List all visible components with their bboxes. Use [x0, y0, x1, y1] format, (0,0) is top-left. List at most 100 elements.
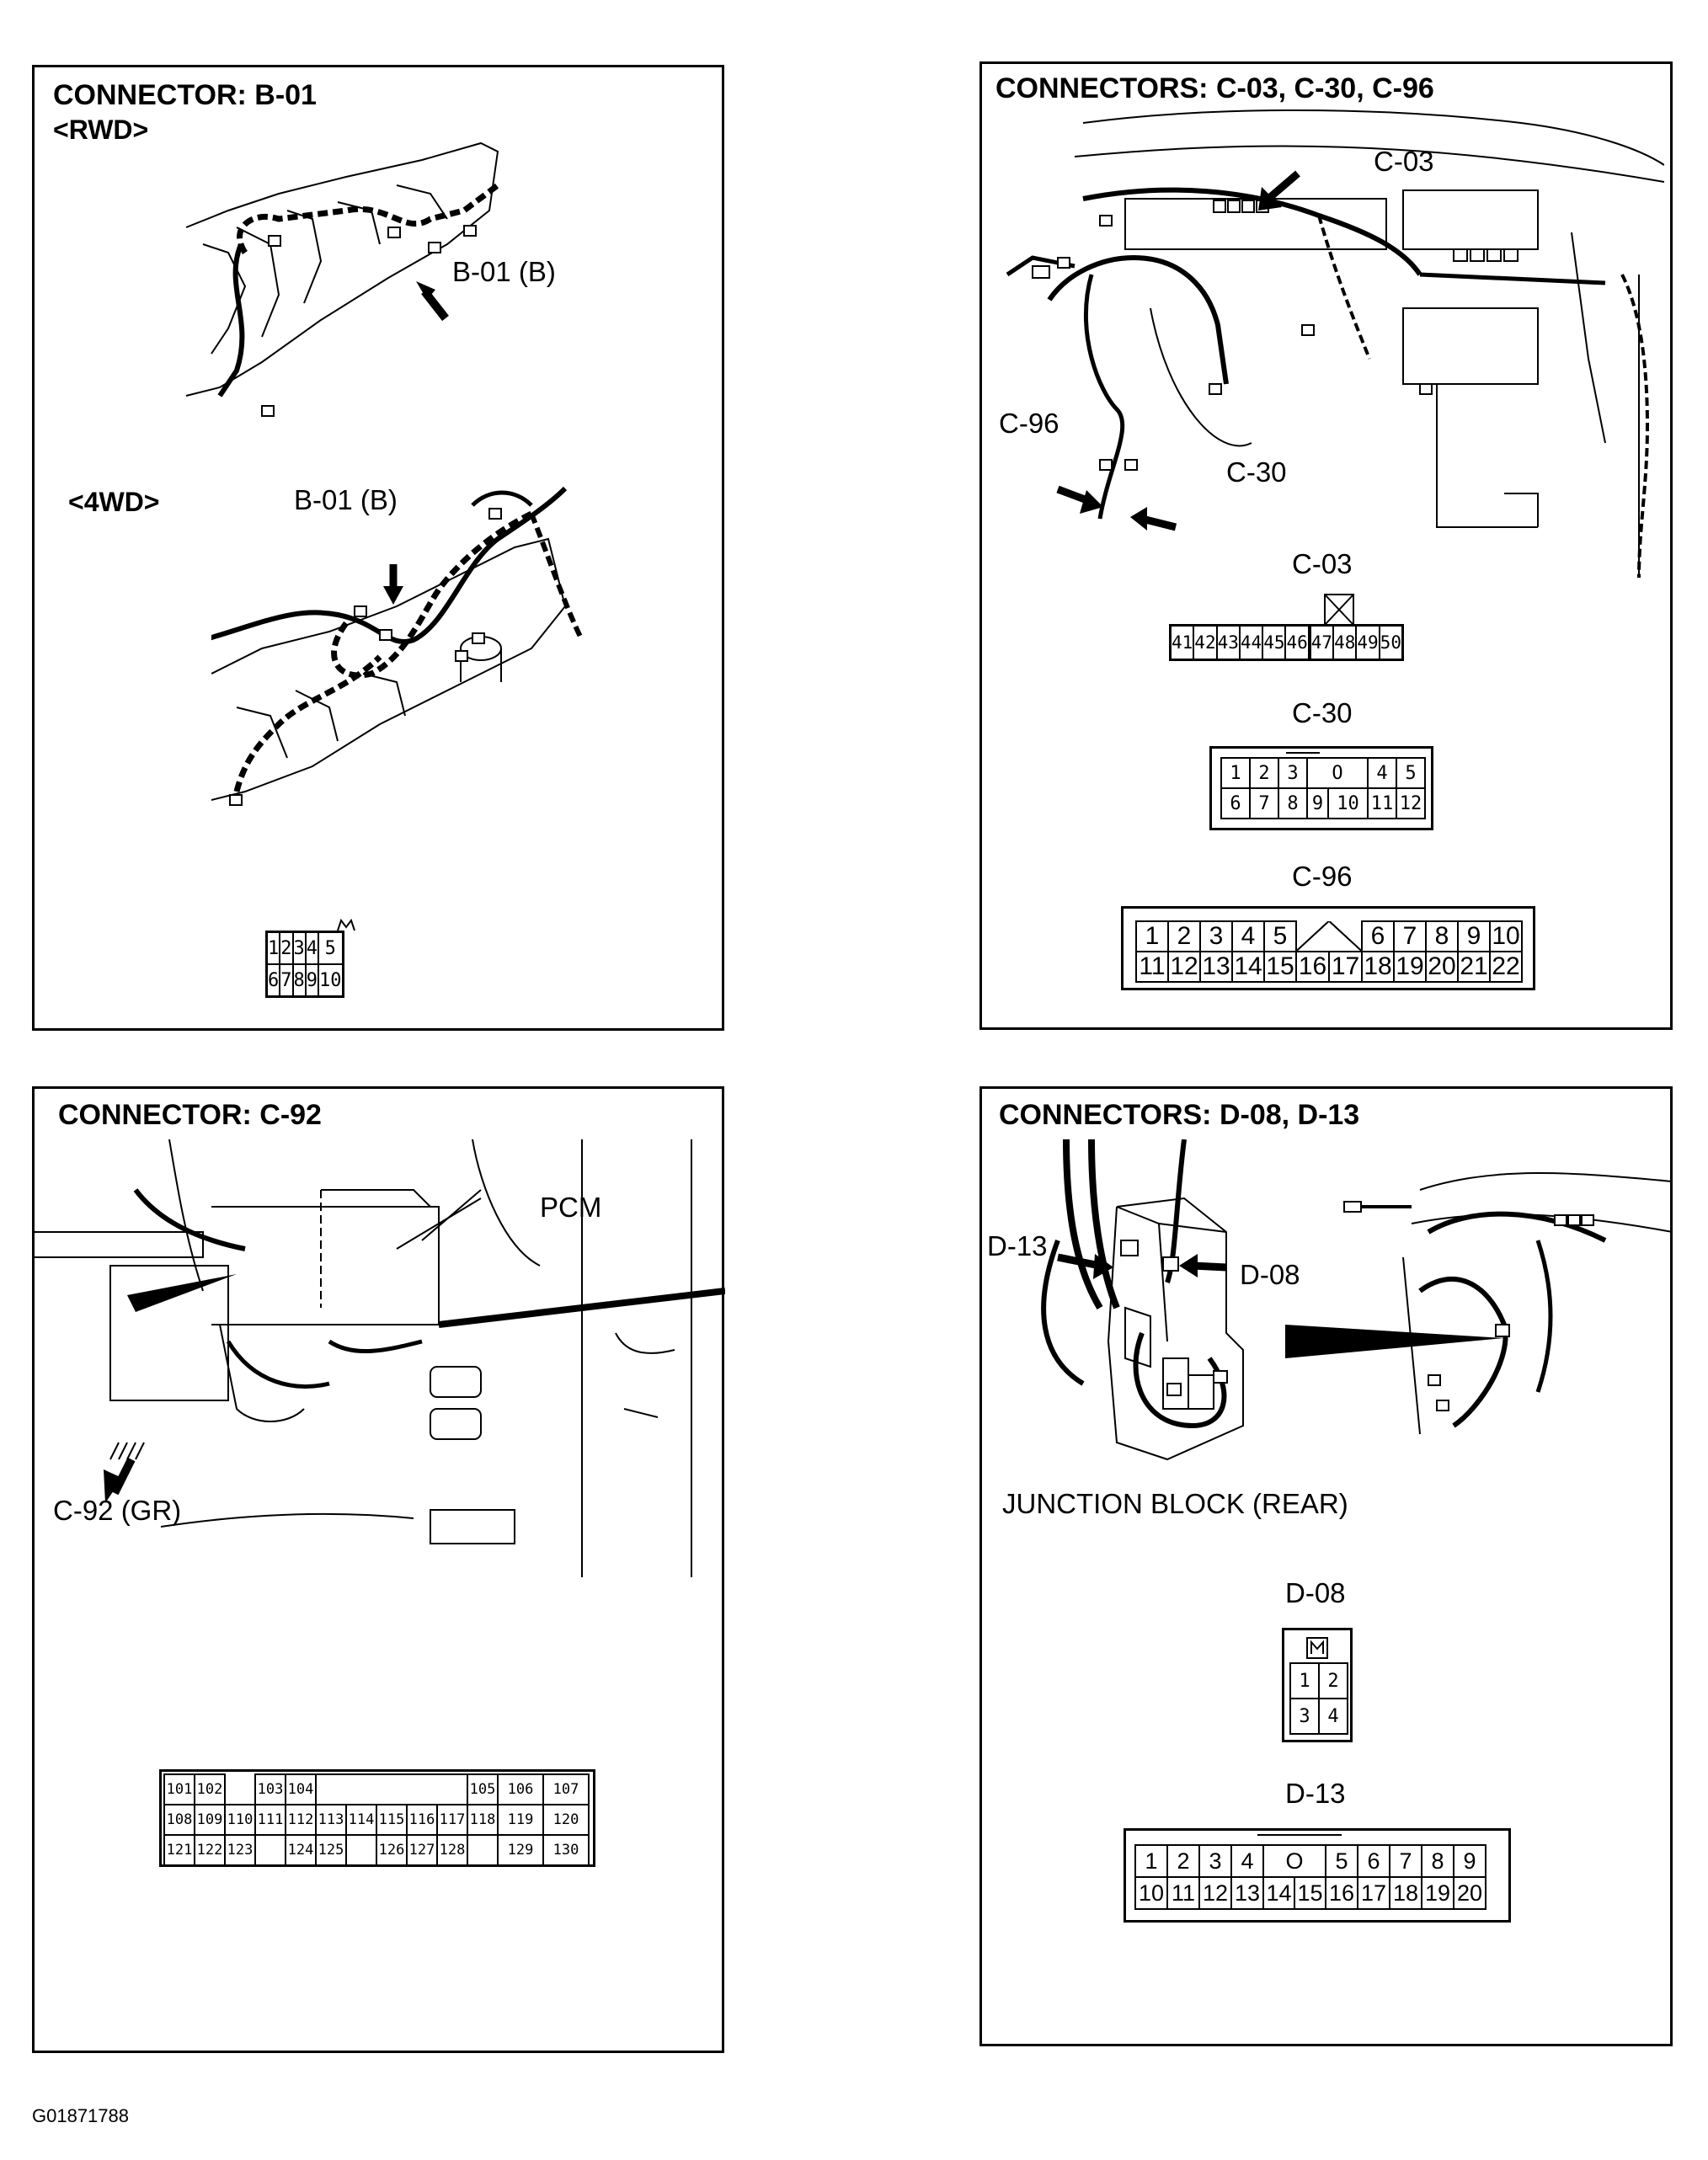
pin: 4 — [1230, 1844, 1264, 1878]
pin: 4 — [1231, 920, 1265, 952]
connector-c92-pin-grid: 101 102 103 104 105 106 107 108 109 110 … — [163, 1773, 590, 1866]
pin: 10 — [1327, 787, 1369, 819]
pin: 1 — [1135, 920, 1169, 952]
pin: 107 — [542, 1773, 590, 1805]
pin: 6 — [1361, 920, 1395, 952]
pin: 103 — [254, 1773, 286, 1805]
pin: 9 — [304, 963, 320, 998]
pin: 3 — [291, 931, 307, 965]
pin: 2 — [1249, 757, 1279, 789]
callout-c03: C-03 — [1374, 146, 1434, 177]
pin: 20 — [1453, 1876, 1486, 1910]
pin: 4 — [1318, 1698, 1348, 1735]
connector-d08-name: D-08 — [1285, 1577, 1346, 1608]
pin-blank — [254, 1834, 286, 1866]
callout-c92: C-92 (GR) — [53, 1495, 182, 1526]
4wd-transfer-illustration — [211, 486, 584, 806]
pin-blank — [224, 1774, 256, 1805]
figure-code: G01871788 — [32, 2105, 129, 2126]
pin: 7 — [279, 963, 294, 998]
pin: 5 — [1263, 920, 1297, 952]
pin: 128 — [436, 1834, 468, 1866]
pin: 7 — [1249, 787, 1279, 819]
pin: 114 — [345, 1804, 377, 1836]
pin: 13 — [1199, 951, 1233, 983]
pin: 2 — [1318, 1662, 1348, 1699]
pin: 48 — [1332, 624, 1358, 661]
instrument-panel-illustration — [1006, 109, 1664, 579]
pin: 11 — [1367, 787, 1397, 819]
pin: 127 — [406, 1834, 438, 1866]
connector-c96-face: 1 2 3 4 5 6 7 8 9 10 11 12 13 14 15 16 1… — [1121, 906, 1535, 990]
connector-c30-face: 1 2 3 O 4 5 6 7 8 9 10 11 12 — [1209, 746, 1433, 830]
panel-d08-d13: CONNECTORS: D-08, D-13 D-13 D-08 JUNCTIO… — [979, 1086, 1673, 2046]
blank-pin — [1307, 624, 1311, 661]
pin: 125 — [315, 1834, 347, 1866]
pin: 41 — [1169, 624, 1195, 661]
pin: 2 — [1166, 1844, 1200, 1878]
pin: 15 — [1294, 1876, 1326, 1910]
pin: 6 — [1220, 787, 1251, 819]
pin: 102 — [194, 1773, 226, 1805]
pin-blank — [345, 1834, 377, 1866]
pin: 12 — [1167, 951, 1201, 983]
connector-d08-face: 1 2 3 4 — [1282, 1628, 1353, 1742]
pin: 3 — [1199, 920, 1233, 952]
pin: 14 — [1262, 1876, 1295, 1910]
rwd-transmission-illustration — [185, 141, 500, 417]
connector-c03-pin-grid: 41 42 43 44 45 46 47 48 49 50 — [1169, 624, 1404, 661]
connector-d13-face: 1 2 3 4 O 5 6 7 8 9 10 11 12 13 14 15 16… — [1124, 1828, 1511, 1923]
pin: 126 — [376, 1834, 408, 1866]
pin: 3 — [1198, 1844, 1232, 1878]
pin: 1 — [1220, 757, 1251, 789]
pin: 16 — [1325, 1876, 1358, 1910]
pin: 18 — [1361, 951, 1395, 983]
pin: 7 — [1393, 920, 1427, 952]
pin: 15 — [1263, 951, 1297, 983]
pin: 8 — [1278, 787, 1308, 819]
pin: 113 — [315, 1804, 347, 1836]
callout-b01-rwd: B-01 (B) — [452, 256, 556, 287]
panel-title: CONNECTORS: C-03, C-30, C-96 — [995, 72, 1434, 104]
connector-b01-pin-grid: 1 2 3 4 5 6 7 8 9 10 — [265, 931, 344, 998]
panel-c03-c30-c96: CONNECTORS: C-03, C-30, C-96 — [979, 61, 1673, 1030]
connector-c96-pin-grid: 1 2 3 4 5 6 7 8 9 10 11 12 13 14 15 16 1… — [1135, 920, 1523, 983]
pin: 108 — [163, 1804, 195, 1836]
pin: 13 — [1230, 1876, 1264, 1910]
pin: 109 — [194, 1804, 226, 1836]
pin: 7 — [1389, 1844, 1422, 1878]
pin: 19 — [1421, 1876, 1454, 1910]
pin: 1 — [1289, 1662, 1320, 1699]
pin: 43 — [1215, 624, 1241, 661]
pin: 10 — [318, 963, 344, 998]
pin: 20 — [1425, 951, 1459, 983]
pin: 105 — [467, 1773, 499, 1805]
pin: 8 — [291, 963, 307, 998]
connector-d13-pin-grid: 1 2 3 4 O 5 6 7 8 9 10 11 12 13 14 15 16… — [1134, 1844, 1486, 1910]
key-notch-icon — [1295, 921, 1363, 952]
junction-block-illustration — [1041, 1139, 1244, 1461]
pin: 5 — [1396, 757, 1426, 789]
connector-c30-pin-grid: 1 2 3 O 4 5 6 7 8 9 10 11 12 — [1220, 757, 1426, 819]
callout-d13: D-13 — [987, 1230, 1048, 1261]
pin: 118 — [467, 1804, 499, 1836]
pin: 50 — [1378, 624, 1404, 661]
pin: 117 — [436, 1804, 468, 1836]
pin: 121 — [163, 1834, 195, 1866]
panel-b01: CONNECTOR: B-01 <RWD> <4WD> B-01 (B) — [32, 65, 724, 1031]
pin: 10 — [1134, 1876, 1168, 1910]
connector-c03-name: C-03 — [1292, 548, 1353, 579]
panel-c92: CONNECTOR: C-92 — [32, 1086, 725, 2053]
4wd-label: <4WD> — [68, 487, 160, 517]
pin: 119 — [497, 1804, 544, 1836]
pin: 115 — [376, 1804, 408, 1836]
panel-title: CONNECTOR: C-92 — [58, 1099, 322, 1131]
pin: 18 — [1389, 1876, 1422, 1910]
pin: 6 — [1357, 1844, 1390, 1878]
pin: 3 — [1289, 1698, 1320, 1735]
pin: 120 — [542, 1804, 590, 1836]
pin: 17 — [1357, 1876, 1390, 1910]
callout-c96: C-96 — [999, 408, 1059, 439]
pin: 16 — [1295, 951, 1330, 983]
pin: 12 — [1198, 1876, 1232, 1910]
